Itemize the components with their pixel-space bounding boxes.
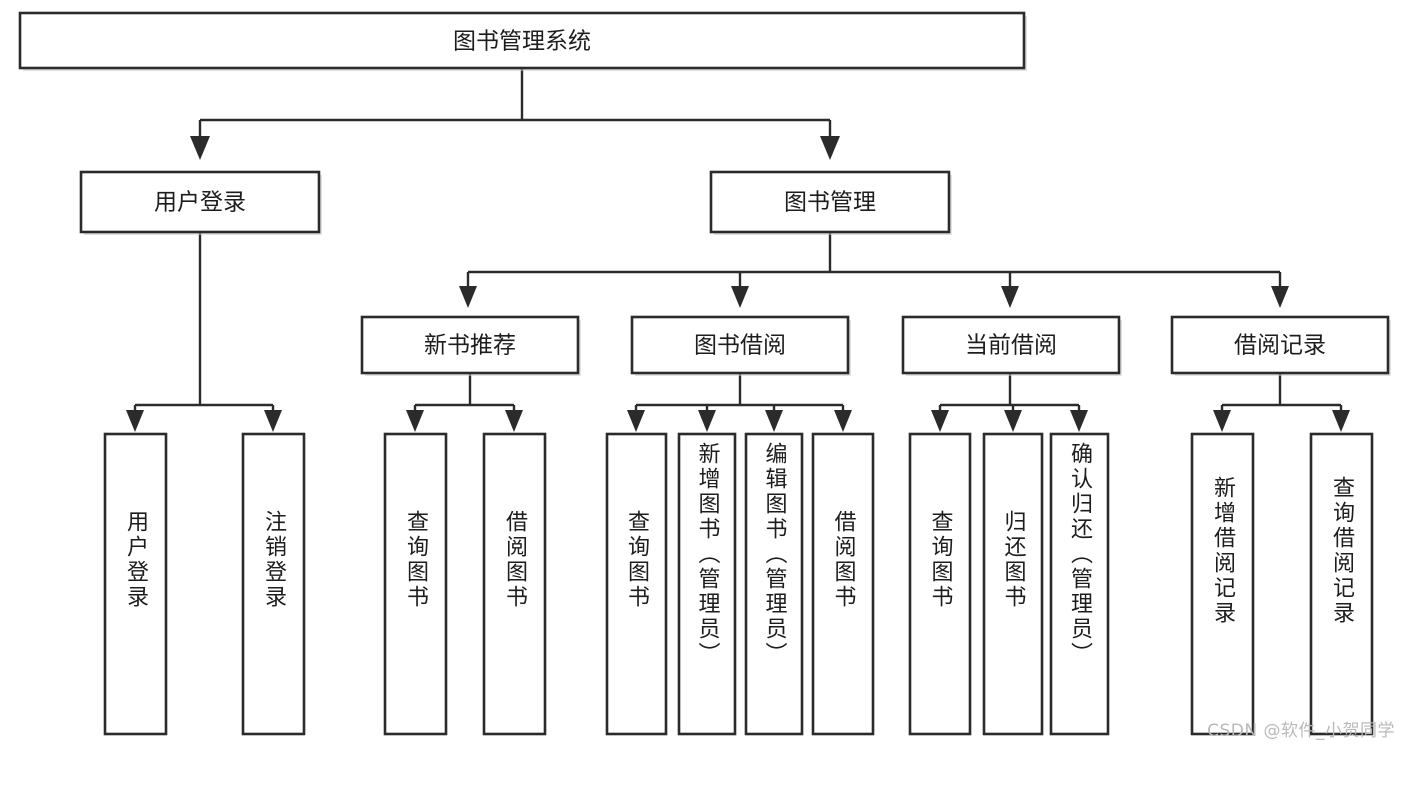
arrowhead-leaf-borrow-book-nbr <box>505 410 523 432</box>
node-new-book-recommend-label: 新书推荐 <box>424 333 516 359</box>
leaf-box-query-book-nbr[interactable] <box>383 432 448 736</box>
leaf-node-borrow-book-nbr[interactable] <box>482 432 547 736</box>
arrowhead-leaf-borrow-book-bb <box>834 410 852 432</box>
arrowhead-borrow-record <box>1271 286 1289 308</box>
connector-group-book-borrow <box>627 373 852 432</box>
connector-group-borrow-record <box>1213 373 1350 432</box>
connector-group-current-borrow <box>931 373 1088 432</box>
node-title[interactable]: 图书管理系统 <box>18 11 1027 71</box>
node-borrow-record-label: 借阅记录 <box>1234 333 1326 359</box>
connector-group-new-book-recommend <box>406 373 523 432</box>
leaf-box-logout[interactable] <box>241 432 306 736</box>
arrowhead-leaf-add-book <box>698 410 716 432</box>
leaf-box-borrow-book-nbr[interactable] <box>482 432 547 736</box>
leaf-box-edit-book[interactable] <box>744 432 804 736</box>
leaf-box-query-book-bb[interactable] <box>605 432 668 736</box>
leaf-box-add-book[interactable] <box>677 432 737 736</box>
arrowhead-book-borrow <box>731 286 749 308</box>
leaf-node-query-book-nbr[interactable] <box>383 432 448 736</box>
node-title-box[interactable] <box>18 11 1026 70</box>
flowchart-diagram: 图书管理系统 用户登录 图书管理 新书推荐 图书借阅 当前借阅 <box>18 11 1395 741</box>
node-user-login-box[interactable] <box>79 170 321 234</box>
leaf-box-confirm-return[interactable] <box>1049 432 1110 736</box>
node-title-label: 图书管理系统 <box>453 29 591 55</box>
arrowhead-current-borrow <box>1001 286 1019 308</box>
arrowhead-leaf-edit-book <box>765 410 783 432</box>
arrowhead-leaf-return-book <box>1004 410 1022 432</box>
leaf-node-borrow-book-bb[interactable] <box>811 432 875 736</box>
leaf-box-return-book[interactable] <box>982 432 1044 736</box>
watermark-text: CSDN @软件_小贺同学 <box>1207 721 1395 741</box>
leaf-box-query-record[interactable] <box>1309 432 1374 736</box>
connector-group-root <box>190 68 840 160</box>
connector-group-book-management <box>459 232 1289 308</box>
arrowhead-leaf-confirm-return <box>1070 410 1088 432</box>
arrowhead-leaf-query-book-cb <box>931 410 949 432</box>
arrowhead-leaf-add-record <box>1213 410 1231 432</box>
leaf-node-query-book-cb[interactable] <box>908 432 972 736</box>
node-new-book-recommend-box[interactable] <box>360 315 580 375</box>
node-current-borrow-box[interactable] <box>901 315 1121 375</box>
leaf-node-user-login[interactable] <box>103 432 168 736</box>
node-book-borrow[interactable]: 图书借阅 <box>630 315 851 376</box>
arrowhead-leaf-query-book-nbr <box>406 410 424 432</box>
leaf-node-logout[interactable] <box>241 432 306 736</box>
arrowhead-leaf-user-login <box>126 410 144 432</box>
leaf-box-borrow-book-bb[interactable] <box>811 432 875 736</box>
node-book-management-label: 图书管理 <box>784 190 876 216</box>
leaf-node-add-book[interactable] <box>677 432 737 736</box>
leaf-box-user-login[interactable] <box>103 432 168 736</box>
node-current-borrow-label: 当前借阅 <box>965 333 1057 359</box>
leaf-node-query-book-bb[interactable] <box>605 432 668 736</box>
arrowhead-leaf-logout <box>264 410 282 432</box>
leaf-node-add-record[interactable] <box>1190 432 1255 736</box>
arrowhead-new-book-recommend <box>459 286 477 308</box>
arrowhead-leaf-query-record <box>1332 410 1350 432</box>
arrowhead-leaf-query-book-bb <box>627 410 645 432</box>
leaf-box-query-book-cb[interactable] <box>908 432 972 736</box>
leaf-box-add-record[interactable] <box>1190 432 1255 736</box>
arrowhead-user-login <box>190 136 210 160</box>
connector-group-user-login <box>126 232 282 432</box>
node-current-borrow[interactable]: 当前借阅 <box>901 315 1122 376</box>
flowchart-canvas: 图书管理系统 用户登录 图书管理 新书推荐 图书借阅 当前借阅 <box>18 11 1391 736</box>
node-user-login-label: 用户登录 <box>154 190 246 216</box>
node-book-management[interactable]: 图书管理 <box>709 170 952 235</box>
node-book-borrow-box[interactable] <box>630 315 850 375</box>
node-user-login[interactable]: 用户登录 <box>79 170 322 235</box>
leaf-node-query-record[interactable] <box>1309 432 1374 736</box>
leaf-node-confirm-return[interactable] <box>1049 432 1110 736</box>
node-new-book-recommend[interactable]: 新书推荐 <box>360 315 581 376</box>
node-borrow-record[interactable]: 借阅记录 <box>1170 315 1391 376</box>
leaf-node-return-book[interactable] <box>982 432 1044 736</box>
node-book-borrow-label: 图书借阅 <box>694 333 786 359</box>
leaf-node-edit-book[interactable] <box>744 432 804 736</box>
node-book-management-box[interactable] <box>709 170 951 234</box>
node-borrow-record-box[interactable] <box>1170 315 1390 375</box>
arrowhead-book-management <box>820 136 840 160</box>
